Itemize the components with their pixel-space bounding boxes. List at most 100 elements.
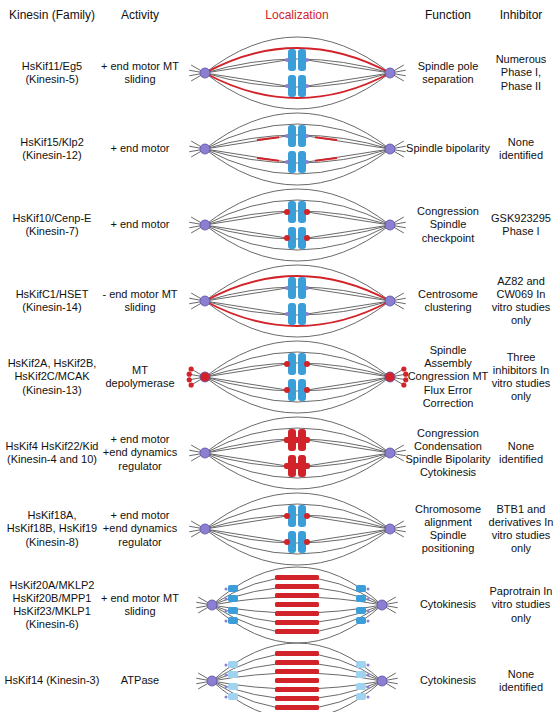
chromatid: [356, 671, 366, 678]
kinetochore: [225, 598, 228, 601]
table-cell: None identified: [488, 136, 554, 162]
depolymerase-tip: [401, 382, 406, 387]
kinetochore-fibre: [205, 136, 287, 149]
microtubule: [205, 377, 390, 402]
microtubule: [205, 225, 390, 239]
table-cell: HsKif4 HsKif22/Kid (Kinesin-4 and 10): [4, 440, 100, 466]
chromatid: [356, 683, 366, 690]
midzone-motor: [275, 678, 319, 683]
microtubule: [205, 73, 390, 109]
kinetochore: [367, 610, 370, 613]
table-cell: + end motor: [98, 218, 182, 231]
depolymerase-tip: [189, 366, 194, 371]
microtubule: [205, 73, 390, 98]
centrosome: [200, 220, 210, 230]
microtubule: [205, 417, 390, 453]
table-cell: HsKifC1/HSET (Kinesin-14): [4, 288, 100, 314]
table-cell: HsKif11/Eg5 (Kinesin-5): [4, 60, 100, 86]
kinetochore-fibre: [307, 149, 390, 162]
microtubule: [205, 377, 390, 391]
spindle-figure: [187, 341, 409, 413]
kinetochore: [367, 664, 370, 667]
centrosome: [200, 524, 210, 534]
table-cell: Cytokinesis: [405, 674, 491, 687]
kinetochore: [284, 513, 290, 519]
kinetochore: [305, 58, 309, 62]
chromatid: [298, 277, 306, 299]
table-cell: HsKif10/Cenp-E (Kinesin-7): [4, 212, 100, 238]
microtubule: [212, 605, 382, 643]
kinetochore-fibre: [307, 516, 390, 529]
midzone-motor: [275, 705, 319, 710]
chromatid: [356, 585, 366, 592]
microtubule: [212, 577, 382, 605]
chromatid: [356, 607, 366, 614]
kinetochore: [285, 134, 289, 138]
chromatid: [228, 661, 238, 668]
chromatid: [288, 75, 296, 97]
microtubule: [212, 605, 382, 633]
column-header: Inhibitor: [488, 8, 554, 22]
table-cell: AZ82 and CW069 In vitro studies only: [488, 275, 554, 328]
centrosome: [385, 372, 395, 382]
kinetochore: [225, 620, 228, 623]
kinetochore-fibre: [307, 453, 390, 466]
kinetochore: [304, 513, 310, 519]
motor-mark: [257, 158, 279, 161]
chromatid: [298, 125, 306, 147]
midzone-motor: [275, 660, 319, 665]
table-cell: None identified: [488, 668, 554, 694]
kinetochore-fibre: [205, 225, 287, 238]
depolymerase-tip: [401, 366, 406, 371]
chromatid: [298, 49, 306, 71]
centrosome: [200, 448, 210, 458]
centrosome: [200, 372, 210, 382]
table-cell: GSK923295 Phase I: [488, 212, 554, 238]
table-cell: Spindle Assembly Congression MT Flux Err…: [405, 344, 491, 410]
microtubule: [205, 377, 390, 413]
centrosome: [207, 600, 217, 610]
microtubule: [205, 529, 390, 565]
chromatid: [228, 585, 238, 592]
microtubule: [212, 681, 382, 709]
chromatid: [356, 661, 366, 668]
spindle-figure: [196, 567, 398, 643]
kinetochore: [225, 696, 228, 699]
column-header: Activity: [98, 8, 182, 22]
spindle-figure: [189, 493, 406, 565]
motor-mark: [257, 137, 279, 140]
depolymerase-tip: [403, 377, 408, 382]
kinetochore: [305, 134, 309, 138]
centrosome: [200, 68, 210, 78]
centrosome: [385, 220, 395, 230]
chromatid: [298, 75, 306, 97]
depolymerase-tip: [189, 382, 194, 387]
kinetochore-fibre: [307, 377, 390, 390]
table-cell: MT depolymerase: [98, 364, 182, 390]
midzone-motor: [275, 669, 319, 674]
spindle-figure: [196, 643, 398, 712]
table-cell: Cytokinesis: [405, 598, 491, 611]
chromosome-arm: [284, 437, 310, 443]
kinetochore-fibre: [205, 453, 287, 466]
microtubule: [205, 59, 390, 73]
column-header: Kinesin (Family): [4, 8, 100, 22]
kinetochore: [304, 387, 310, 393]
microtubule: [205, 453, 390, 489]
midzone-motor: [275, 620, 319, 625]
microtubule: [205, 189, 390, 225]
table-cell: Congression Condensation Spindle Bipolar…: [405, 427, 491, 480]
microtubule: [205, 37, 390, 73]
kinetochore-fibre: [205, 301, 287, 314]
kinetochore-fibre: [307, 440, 390, 453]
chromatid: [288, 125, 296, 147]
microtubule: [212, 653, 382, 681]
centrosome: [385, 144, 395, 154]
kinetochore: [367, 696, 370, 699]
microtubule: [205, 149, 390, 163]
midzone-motor: [275, 584, 319, 589]
chromosome-arm: [284, 463, 310, 469]
midzone-motor: [275, 593, 319, 598]
microtubule: [205, 276, 390, 301]
kinetochore: [225, 686, 228, 689]
